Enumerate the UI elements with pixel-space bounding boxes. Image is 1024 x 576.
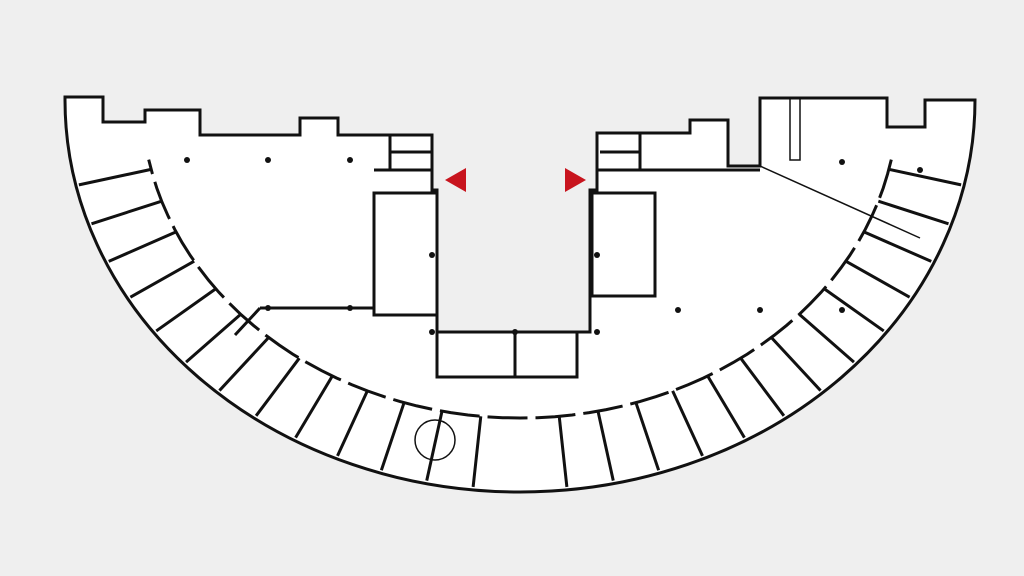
room-divider bbox=[823, 287, 885, 333]
room-divider bbox=[129, 259, 195, 299]
room-divider bbox=[218, 336, 270, 392]
perimeter-rooms bbox=[78, 159, 962, 488]
room-divider bbox=[108, 230, 177, 263]
room-divider bbox=[845, 259, 911, 299]
column bbox=[839, 307, 845, 313]
room-divider bbox=[798, 313, 855, 364]
room-divider bbox=[379, 402, 406, 471]
column bbox=[184, 157, 190, 163]
room-divider bbox=[770, 336, 822, 392]
room-divider bbox=[863, 230, 932, 263]
column bbox=[347, 157, 353, 163]
room-divider bbox=[294, 375, 334, 439]
bottom-core-rooms bbox=[435, 332, 579, 379]
room-divider bbox=[596, 410, 615, 481]
column bbox=[347, 305, 353, 311]
column bbox=[265, 305, 271, 311]
room-divider bbox=[888, 167, 962, 187]
column bbox=[265, 157, 271, 163]
room-divider bbox=[336, 390, 369, 457]
room-divider bbox=[78, 167, 152, 187]
column bbox=[675, 307, 681, 313]
right-restrooms bbox=[597, 133, 655, 172]
left-core-room bbox=[372, 191, 439, 317]
left-restrooms bbox=[374, 135, 432, 172]
room-divider bbox=[557, 416, 569, 488]
column bbox=[594, 329, 600, 335]
room-divider bbox=[671, 390, 704, 457]
column bbox=[429, 252, 435, 258]
room-divider bbox=[634, 402, 661, 471]
room-divider bbox=[739, 357, 786, 417]
column bbox=[839, 159, 845, 165]
room-divider bbox=[185, 313, 242, 364]
room-divider bbox=[254, 357, 301, 417]
building-floor bbox=[63, 95, 977, 494]
column bbox=[917, 167, 923, 173]
entrance-marker-right bbox=[565, 168, 586, 192]
corridor-wall bbox=[147, 159, 893, 420]
interior-walls bbox=[233, 98, 921, 461]
columns bbox=[184, 157, 923, 335]
column bbox=[594, 252, 600, 258]
column bbox=[757, 307, 763, 313]
room-divider bbox=[706, 375, 746, 439]
entrance-marker-left bbox=[445, 168, 466, 192]
right-core-room bbox=[590, 191, 657, 298]
room-divider bbox=[155, 287, 217, 333]
upper-right-counter bbox=[789, 98, 801, 161]
column bbox=[429, 329, 435, 335]
stair bbox=[414, 419, 456, 461]
room-divider bbox=[91, 199, 163, 226]
column bbox=[512, 329, 518, 335]
right-diagonal-wall bbox=[759, 165, 921, 239]
room-divider bbox=[877, 199, 949, 226]
room-divider bbox=[425, 410, 444, 481]
room-divider bbox=[471, 416, 483, 488]
